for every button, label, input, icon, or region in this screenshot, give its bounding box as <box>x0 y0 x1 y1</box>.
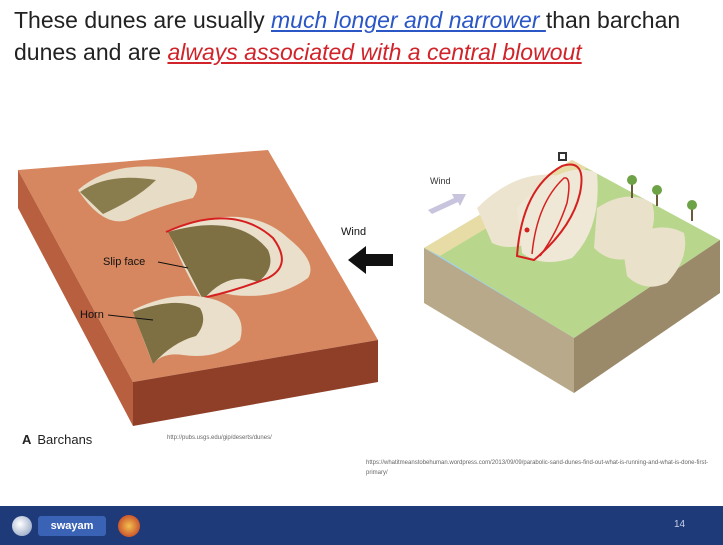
page-number: 14 <box>674 519 685 530</box>
barchan-dune-diagram: Slip face Horn Wind <box>18 150 413 426</box>
heading-emphasis-blue: much longer and narrower <box>271 7 546 33</box>
label-wind: Wind <box>341 226 366 238</box>
heading-line1-prefix: These dunes are usually <box>14 7 271 33</box>
parabolic-dune-diagram: Wind <box>422 148 722 448</box>
label-slip-face: Slip face <box>103 256 145 268</box>
caption-text: Barchans <box>37 432 92 447</box>
heading-line2-prefix: dunes and are <box>14 39 167 65</box>
institute-logo-icon <box>12 516 32 536</box>
source-link-left[interactable]: http://pubs.usgs.edu/gip/deserts/dunes/ <box>167 435 272 441</box>
heading-line-2: dunes and are always associated with a c… <box>14 36 719 68</box>
emblem-logo-icon <box>118 515 140 537</box>
caption-letter: A <box>22 432 31 447</box>
sign-marker-inner <box>560 154 565 159</box>
source-link-right[interactable]: https://whatitmeanstobehuman.wordpress.c… <box>366 458 716 478</box>
heading-line1-suffix: than barchan <box>546 7 680 33</box>
label-wind-right: Wind <box>430 176 451 186</box>
figure-caption-barchans: A Barchans <box>22 432 92 447</box>
dune-marker <box>525 228 530 233</box>
slide-heading: These dunes are usually much longer and … <box>14 4 719 68</box>
footer-bar: swayam 14 <box>0 506 723 545</box>
swayam-logo: swayam <box>38 516 106 536</box>
heading-emphasis-red: always associated with a central blowout <box>167 39 581 65</box>
label-horn: Horn <box>80 309 104 321</box>
heading-line-1: These dunes are usually much longer and … <box>14 4 719 36</box>
wind-arrow-right <box>428 194 466 214</box>
wind-arrow <box>348 246 393 274</box>
